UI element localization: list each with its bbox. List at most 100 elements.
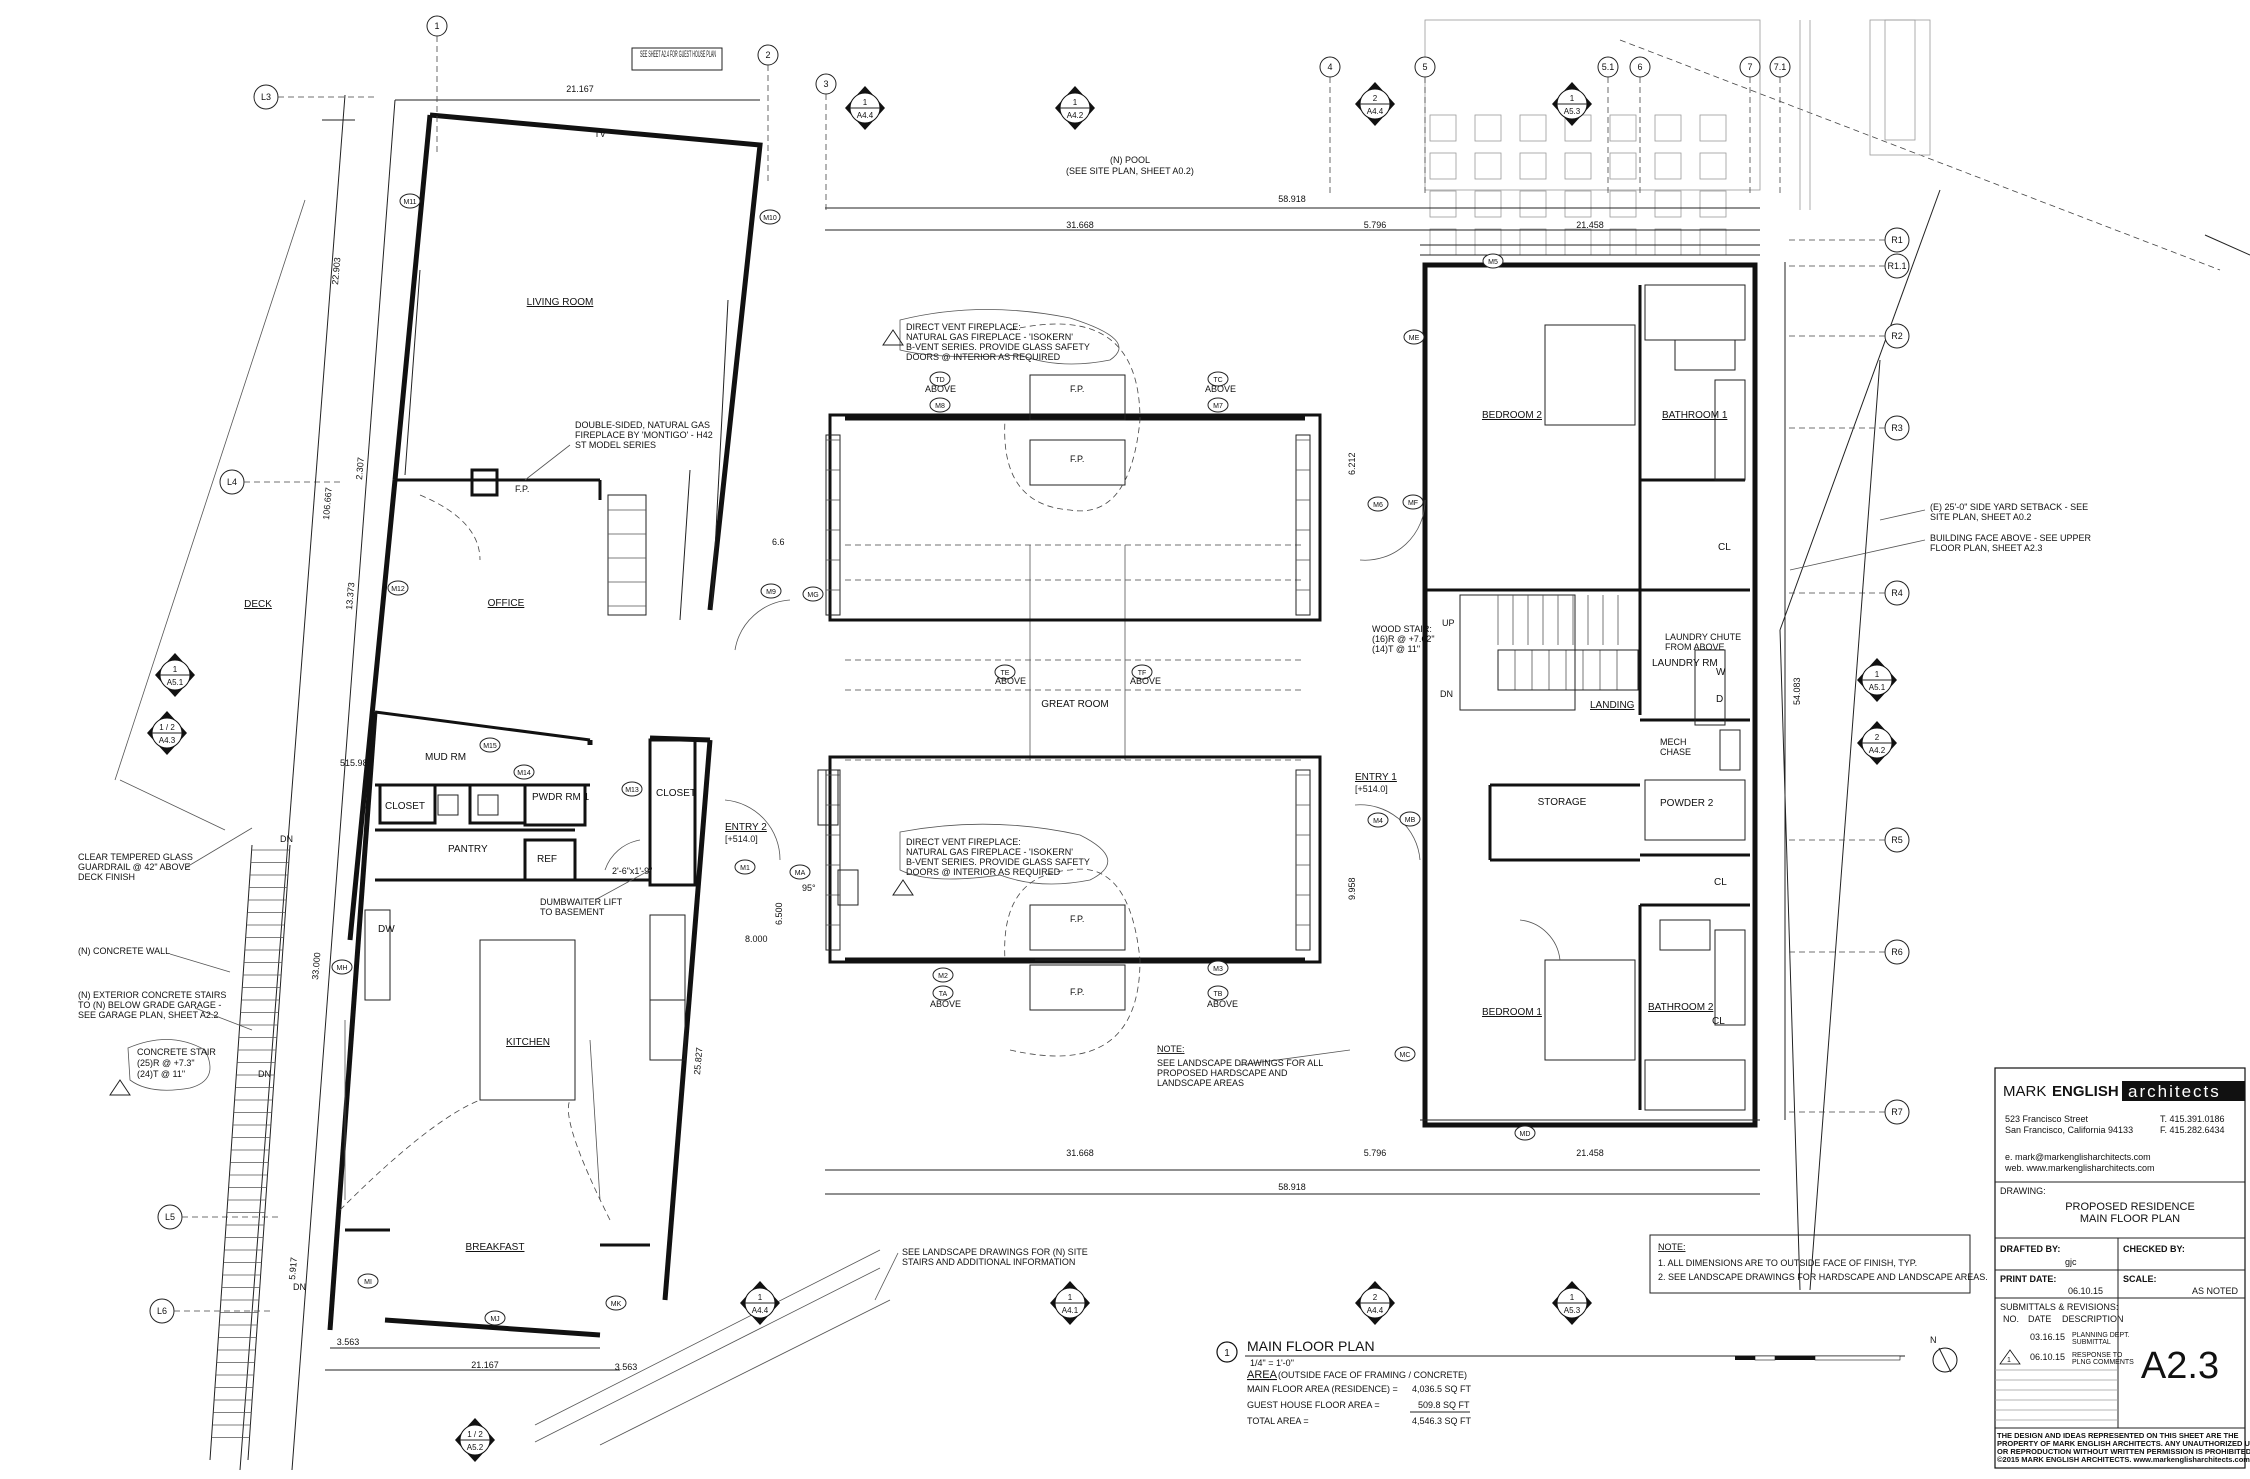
above-ta: ABOVE [930, 999, 961, 1009]
tag-M13: M13 [621, 781, 643, 797]
note-mech-2: CHASE [1660, 747, 1691, 757]
room-great: GREAT ROOM [1041, 699, 1108, 710]
tag-MJ-label: MJ [490, 1316, 499, 1323]
ss-line1: SEE LANDSCAPE DRAWINGS FOR (N) SITE [902, 1247, 1088, 1257]
area-row-3-label: TOTAL AREA = [1247, 1416, 1309, 1426]
gl-line2: GUARDRAIL @ 42" ABOVE [78, 862, 191, 872]
grid-col-4: 4 [1319, 56, 1341, 78]
dimension-text: 21.167 58.918 31.668 5.796 21.458 31.668… [287, 84, 1802, 1372]
fp-bot-line3: B-VENT SERIES. PROVIDE GLASS SAFETY [906, 857, 1090, 867]
es-line3: SEE GARAGE PLAN, SHEET A2.2 [78, 1010, 218, 1020]
dim-bot-a: 31.668 [1066, 1148, 1094, 1158]
area-sub: (OUTSIDE FACE OF FRAMING / CONCRETE) [1278, 1370, 1467, 1380]
tb-col-no: NO. [2003, 1314, 2019, 1324]
section-a41_bot-num: 1 [1068, 1293, 1073, 1302]
firm-name-a: MARK [2003, 1083, 2046, 1100]
room-storage: STORAGE [1538, 797, 1587, 808]
fp-4: F.P. [1070, 987, 1084, 997]
tag-bubbles: M1M2M3M4M5M6M7M8M9M10M11M12M13M14M15MAMB… [331, 193, 1536, 1326]
tb-email: e. mark@markenglisharchitects.com [2005, 1152, 2151, 1162]
dim-bot-left: 3.563 [337, 1337, 360, 1347]
tag-MA: MA [789, 864, 811, 880]
grid-col-5.1: 5.1 [1597, 56, 1619, 78]
room-deck: DECK [244, 599, 272, 610]
tag-M6: M6 [1367, 496, 1389, 512]
dw-line1: DUMBWAITER LIFT [540, 897, 623, 907]
grid-row-R6-label: R6 [1891, 947, 1903, 957]
ds-line3: ST MODEL SERIES [575, 440, 656, 450]
section-a53_bot-sheet: A5.3 [1564, 1306, 1581, 1315]
skylight-labels: ABOVE ABOVE ABOVE ABOVE ABOVE ABOVE [925, 384, 1238, 1009]
ws-line3: (14)T @ 11" [1372, 644, 1420, 654]
tb-print-date: 06.10.15 [2068, 1286, 2103, 1296]
grid-col-1-label: 1 [434, 21, 439, 31]
cs-line3: (24)T @ 11" [137, 1069, 185, 1079]
room-dw: DW [378, 924, 395, 935]
grid-row-R3: R3 [1884, 415, 1910, 441]
door-swings [604, 499, 1561, 961]
section-a52_bot: 1 / 2A5.2 [455, 1418, 495, 1462]
grid-row-R7: R7 [1884, 1099, 1910, 1125]
tag-M1-label: M1 [740, 865, 750, 872]
tag-M5: M5 [1482, 253, 1504, 269]
tag-MD: MD [1514, 1125, 1536, 1141]
ls-line2: PROPOSED HARDSCAPE AND [1157, 1068, 1288, 1078]
note-mech-1: MECH [1660, 737, 1687, 747]
fp-2: F.P. [1070, 454, 1084, 464]
section-a43_left-num: 1 / 2 [159, 723, 175, 732]
tb-submittals-label: SUBMITTALS & REVISIONS: [2000, 1302, 2118, 1312]
tag-TF-label: TF [1138, 670, 1147, 677]
dim-great-e: 8.000 [745, 934, 768, 944]
tb-drawing-label: DRAWING: [2000, 1186, 2046, 1196]
title-block: MARK ENGLISH architects 523 Francisco St… [1994, 1067, 2250, 1469]
room-entry1: ENTRY 1 [1355, 772, 1397, 783]
grid-row-L6-label: L6 [157, 1306, 167, 1316]
gn-title: NOTE: [1658, 1242, 1686, 1252]
note-fireplace-top: DIRECT VENT FIREPLACE: NATURAL GAS FIREP… [882, 309, 1120, 365]
ds-line1: DOUBLE-SIDED, NATURAL GAS [575, 420, 710, 430]
tb-rev1-date: 03.16.15 [2030, 1332, 2065, 1342]
es-line1: (N) EXTERIOR CONCRETE STAIRS [78, 990, 226, 1000]
above-td: ABOVE [925, 384, 956, 394]
room-cl1: CL [1718, 542, 1731, 553]
kitchen-wing-walls [327, 494, 713, 1338]
tb-copy3: OR REPRODUCTION WITHOUT WRITTEN PERMISSI… [1997, 1447, 2250, 1456]
dim-top-total: 58.918 [1278, 194, 1306, 204]
note-concrete-stair: CONCRETE STAIR (25)R @ +7.3" (24)T @ 11" [109, 1039, 216, 1096]
section-a51_left-sheet: A5.1 [167, 678, 184, 687]
north-label: N [1930, 1335, 1937, 1345]
tag-MH-label: MH [337, 965, 348, 972]
fp-bot-line2: NATURAL GAS FIREPLACE - 'ISOKERN' [906, 847, 1073, 857]
grid-col-5-label: 5 [1422, 62, 1427, 72]
north-arrow: N [1930, 1335, 1958, 1373]
tag-MI: MI [357, 1273, 379, 1289]
tb-rev2-date: 06.10.15 [2030, 1352, 2065, 1362]
dim-great-c: 6.6 [772, 537, 785, 547]
grid-row-L3-label: L3 [261, 92, 271, 102]
room-powder2: POWDER 2 [1660, 798, 1714, 809]
area-row-2-label: GUEST HOUSE FLOOR AREA = [1247, 1400, 1380, 1410]
tag-M3: M3 [1207, 960, 1229, 976]
section-a44_top-num: 1 [863, 98, 868, 107]
grid-col-6: 6 [1629, 56, 1651, 78]
stair-up: UP [1442, 618, 1455, 628]
tb-project: PROPOSED RESIDENCE [2065, 1201, 2195, 1213]
plan-scale: 1/4" = 1'-0" [1250, 1358, 1294, 1368]
room-labels: LIVING ROOM OFFICE DECK MUD RM CLOSET CL… [244, 129, 1731, 1292]
dim-top-c: 21.458 [1576, 220, 1604, 230]
tag-M9-label: M9 [766, 589, 776, 596]
tag-TC: TC [1207, 371, 1229, 387]
grid-col-2: 2 [757, 44, 779, 66]
ext-dn-1: DN [280, 834, 293, 844]
tag-MC-label: MC [1400, 1052, 1411, 1059]
east-wing-walls [1420, 244, 1760, 1128]
area-row-1-label: MAIN FLOOR AREA (RESIDENCE) = [1247, 1384, 1398, 1394]
great-room-walls [817, 323, 1322, 1057]
tag-TD: TD [929, 371, 951, 387]
tag-M12: M12 [387, 580, 409, 596]
plan-number-bubble [1216, 1341, 1238, 1363]
tag-M7-label: M7 [1213, 403, 1223, 410]
tb-col-desc: DESCRIPTION [2062, 1314, 2124, 1324]
dw-line2: TO BASEMENT [540, 907, 605, 917]
